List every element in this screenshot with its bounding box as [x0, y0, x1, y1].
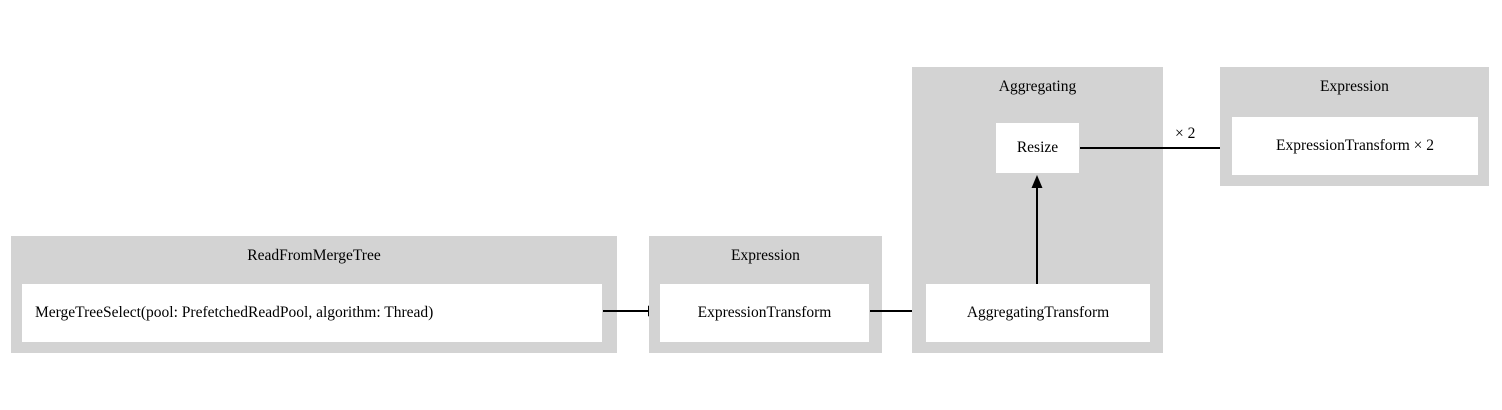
edge-aggregating-transform-to-resize: [1031, 174, 1043, 284]
node-expression-transform-x2[interactable]: ExpressionTransform × 2: [1232, 117, 1478, 175]
edge-resize-to-expression-transform-x2: [1080, 142, 1236, 154]
cluster-label-read-from-merge-tree: ReadFromMergeTree: [247, 247, 381, 264]
cluster-label-aggregating: Aggregating: [998, 78, 1077, 95]
node-merge-tree-select[interactable]: MergeTreeSelect(pool: PrefetchedReadPool…: [22, 284, 602, 342]
node-aggregating-transform[interactable]: AggregatingTransform: [926, 284, 1150, 342]
node-resize[interactable]: Resize: [996, 123, 1079, 173]
edge-label-times-2: × 2: [1175, 125, 1196, 142]
cluster-label-expression-1: Expression: [731, 247, 800, 264]
cluster-label-expression-2: Expression: [1320, 78, 1389, 95]
node-expression-transform[interactable]: ExpressionTransform: [660, 284, 869, 342]
